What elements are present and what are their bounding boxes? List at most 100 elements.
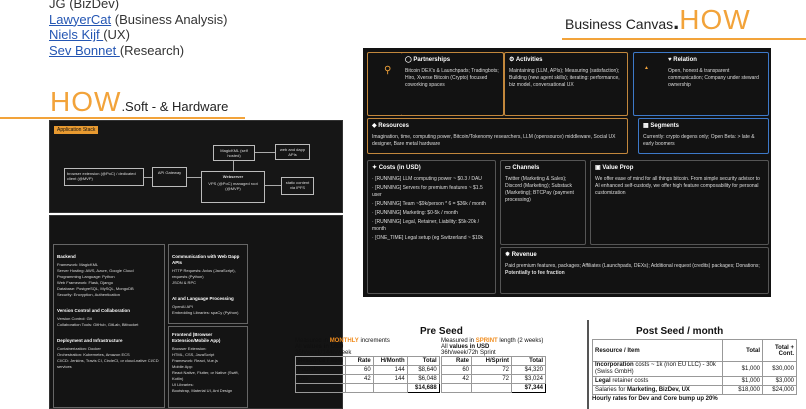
costs-title-text: Costs (in USD) (378, 165, 421, 171)
canvas-label: Business Canvas (565, 16, 674, 32)
col-resource: Resource / Item (592, 339, 723, 362)
key-icon: ⚲ (384, 65, 392, 76)
valueprop-text: We offer ease of mind for all things bit… (595, 176, 760, 196)
preseed-grand-right: $7,344 (511, 383, 546, 393)
backend-item: Programming Language: Python (57, 274, 115, 279)
channels-text: Twitter (Marketing & Sales); Discord (Ma… (505, 176, 574, 203)
cost-item: · [ONE_TIME] Legal setup (eg Switzerland… (372, 235, 484, 241)
comm-item: HTTP Requests: Axios (JavaScript), reque… (172, 268, 236, 279)
activities-text: Maintaining (LLM, APIs); Measuring (sati… (509, 68, 620, 88)
table-row: Salaries for Marketing, BizDev, UX$18,00… (592, 385, 797, 395)
canvas-dot: . (673, 9, 680, 34)
backend-item: Database: PostgreSQL, MySQL, MongoDB (57, 286, 134, 291)
resources-text: Imagination, time, computing power, Bitc… (372, 134, 616, 147)
partnerships-cell: ◯ Partnerships Bitcoin DEX's & Launchpad… (401, 52, 504, 116)
partnerships-title: ◯ Partnerships (405, 57, 451, 63)
business-model-canvas: ⚲ ◯ Partnerships Bitcoin DEX's & Launchp… (363, 48, 771, 297)
cost-item: · [RUNNING] Legal, Retainer, Liability: … (372, 219, 479, 232)
stack-tag: Application Stack (54, 126, 99, 134)
preseed-monthly-table: Measured in MONTHLY increments All value… (295, 338, 440, 393)
table-row: Incorporation costs ~ 1k (non EU LLC) - … (592, 361, 797, 377)
col-hmonth: H/Month (372, 356, 408, 366)
revenue-title-text: Revenue (511, 252, 537, 258)
postseed-footnote: Hourly rates for Dev and Core bump up 20… (592, 396, 718, 402)
static-content-node: static content via IPFS (281, 177, 314, 195)
canvas-how-word: HOW (679, 4, 751, 35)
cost-item: · [RUNNING] Servers for premium features… (372, 185, 483, 198)
table-row: $14,688 (295, 383, 440, 393)
ai-item: Embedding Libraries: spaCy (Python) (172, 310, 239, 315)
preseed-left-header1: Measured in MONTHLY increments (295, 338, 390, 344)
how-subtitle: .Soft - & Hardware (121, 99, 229, 114)
valueprop-title-text: Value Prop (602, 165, 634, 171)
backend-box (53, 244, 165, 408)
partnerships-text: Bitcoin DEX's & Launchpads; Tradingbots;… (405, 68, 499, 88)
team-list: JG (BizDev) LawyerCat (Business Analysis… (49, 0, 227, 58)
frontend-title: Frontend (Browser Extension/Mobile App) (172, 332, 221, 343)
preseed-grand-left: $14,688 (406, 383, 440, 393)
backend-item: Security: Encryption, Authentication (57, 292, 120, 297)
lawyercat-role: (Business Analysis) (111, 11, 228, 27)
preseed-left-header2: All values in USD (295, 344, 344, 350)
table-row: $7,344 (441, 383, 546, 393)
frontend-item: Mobile App: (172, 364, 193, 369)
relation-title-text: Relation (673, 57, 697, 63)
sev-link[interactable]: Sev Bonnet (49, 42, 120, 58)
lawyercat-link[interactable]: LawyerCat (49, 11, 112, 27)
frontend-item: Framework: React, Vue.js (172, 358, 218, 363)
preseed-right-header1: Measured in SPRINT length (2 weeks) (441, 338, 544, 344)
edge (187, 177, 201, 178)
activities-title: ⚙ Activities (509, 57, 543, 63)
postseed-table: Resource / Item Total Total + Cont. Inco… (592, 339, 797, 402)
vc-item: Collaboration Tools: GitHub, GitLab, Bit… (57, 322, 139, 327)
revenue-bold: Potentially to fee fraction (505, 270, 565, 276)
deploy-item: Containerization: Docker (57, 346, 101, 351)
edge (255, 152, 275, 153)
relation-cell: ▲ ♥ Relation Open, honest & transparent … (633, 52, 769, 116)
preseed-right-header3: 36h/week/72h Sprint (441, 350, 496, 356)
title-underline (0, 117, 245, 119)
deploy-title: Deployment and Infrastructure (57, 338, 123, 343)
team-member-niels: Niels Kijf (UX) (49, 27, 227, 43)
how-word: HOW (50, 86, 122, 117)
valueprop-title: ▣ Value Prop (595, 165, 634, 171)
tech-details-panel: Backend Framework: MagicKML Server Hosti… (49, 215, 343, 409)
channels-title-text: Channels (512, 165, 540, 171)
table-divider (587, 320, 589, 409)
deploy-item: Orchestration: Kubernetes, Amazon ECS (57, 352, 130, 357)
resources-title: ◆ Resources (372, 123, 409, 129)
frontend-item: HTML, CSS, JavaScript (172, 352, 215, 357)
backend-item: Framework: MagicKML (57, 262, 99, 267)
browser-extension-node: browser extension (@PoC) / dedicated cli… (64, 168, 144, 186)
channels-title: ▭ Channels (505, 165, 540, 171)
col-total: Total (722, 339, 763, 362)
comm-box (168, 244, 248, 324)
frontend-column: Frontend (Browser Extension/Mobile App) … (172, 328, 246, 394)
col-total: Total (406, 356, 440, 366)
vc-title: Version Control and Collaboration (57, 308, 131, 313)
backend-title: Backend (57, 254, 76, 259)
postseed-title: Post Seed / month (636, 326, 724, 337)
team-member-lawyercat: LawyerCat (Business Analysis) (49, 12, 227, 28)
postseed-grid: Resource / Item Total Total + Cont. Inco… (592, 339, 797, 395)
frontend-item: UI Libraries: (172, 382, 194, 387)
comm-title: Communication with Web Dapp APIs (172, 254, 240, 265)
revenue-text: Paid premium features, packages; Affilia… (505, 263, 760, 276)
resources-cell: ◆ Resources Imagination, time, computing… (367, 118, 628, 154)
col-hsprint: H/Sprint (471, 356, 512, 366)
col-rate: Rate (344, 356, 374, 366)
preseed-sprint-table: Measured in SPRINT length (2 weeks) All … (441, 338, 546, 393)
comm-column: Communication with Web Dapp APIs HTTP Re… (172, 250, 246, 316)
cost-item: · [RUNNING] Marketing: $0-5k / month (372, 210, 458, 216)
edge (144, 177, 152, 178)
col-total-cont: Total + Cont. (762, 339, 797, 362)
web-apis-node: web and dapp APIs (275, 144, 310, 160)
team-member-sev: Sev Bonnet (Research) (49, 43, 227, 59)
relation-title: ♥ Relation (668, 57, 697, 63)
partnerships-title-text: Partnerships (413, 57, 451, 63)
niels-link[interactable]: Niels Kijf (49, 27, 104, 42)
